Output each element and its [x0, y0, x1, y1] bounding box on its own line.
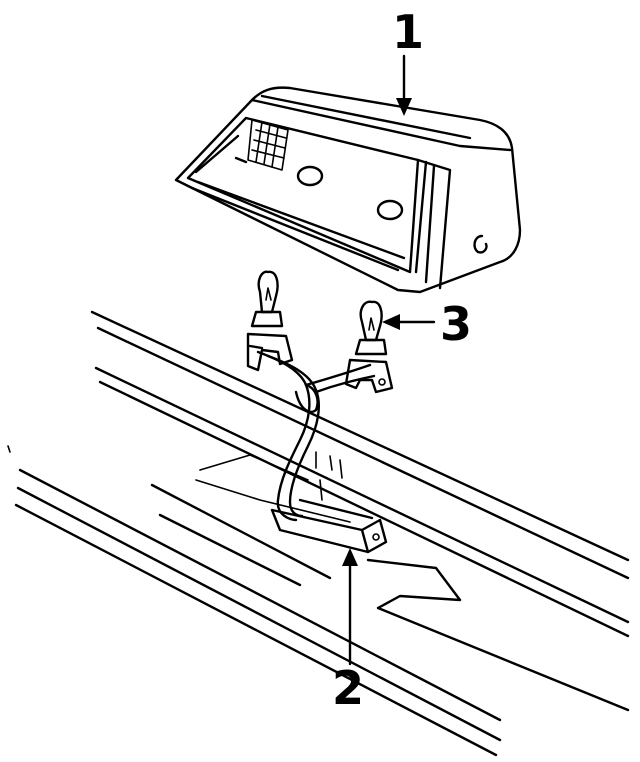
bulb-hole-left: [296, 165, 324, 187]
lamp-grille: [234, 119, 289, 171]
trunk-lid-panel: [14, 310, 630, 757]
wiring-harness: [256, 350, 376, 522]
bulb-hole-right: [376, 199, 404, 221]
callout-2: 2: [332, 548, 364, 715]
callout-3: 3: [382, 297, 472, 351]
callout-2-label: 2: [332, 661, 364, 715]
callout-3-label: 3: [440, 297, 472, 351]
left-bulb-socket: [246, 270, 294, 372]
mounting-bracket: [270, 498, 388, 554]
stop-lamp-housing: [174, 86, 522, 294]
callout-1-label: 1: [392, 5, 424, 59]
callout-1: 1: [392, 5, 424, 116]
right-bulb-socket: [344, 300, 394, 394]
stray-mark: [7, 445, 11, 453]
